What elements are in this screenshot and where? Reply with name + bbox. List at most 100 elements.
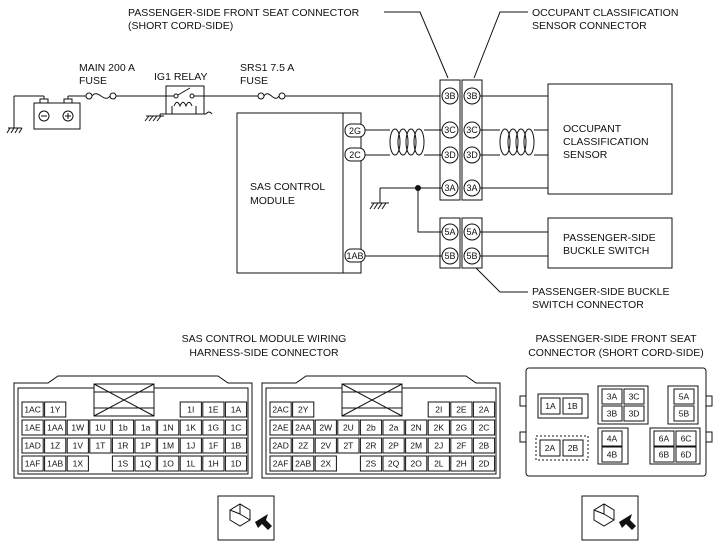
svg-text:2AE: 2AE — [273, 423, 289, 433]
pin-cell: 1G — [202, 419, 225, 436]
ocs-connector-label-line2: SENSOR CONNECTOR — [532, 20, 647, 32]
pin-cell: 2Z — [292, 437, 315, 454]
svg-text:5B: 5B — [466, 251, 477, 261]
svg-text:2S: 2S — [366, 459, 377, 469]
buckle-connector-leader — [475, 267, 528, 293]
svg-text:1AB: 1AB — [346, 251, 363, 261]
svg-text:3C: 3C — [466, 125, 478, 135]
svg-text:1U: 1U — [95, 423, 106, 433]
svg-text:1N: 1N — [163, 423, 174, 433]
passenger-buckle-switch — [547, 217, 673, 269]
main-fuse-icon — [85, 92, 117, 100]
pin-cell: 1S — [111, 455, 135, 472]
svg-text:1G: 1G — [208, 423, 219, 433]
front-seat-connector-label-line2: (SHORT CORD-SIDE) — [128, 20, 233, 32]
twisted-pair-wires — [480, 128, 548, 156]
ig1-relay-icon — [159, 85, 205, 116]
pin-cell: 1T — [89, 437, 112, 454]
pin-cell: 1F — [202, 437, 225, 454]
seat-pin-cell: 4A — [601, 430, 623, 447]
svg-text:1V: 1V — [73, 441, 84, 451]
pin-cell: 2AC — [269, 401, 292, 418]
svg-text:3D: 3D — [466, 150, 478, 160]
pin-cell: 2b — [359, 419, 383, 436]
svg-text:3A: 3A — [466, 183, 477, 193]
seat-connector-left — [439, 79, 461, 201]
pin-cell: 1A — [224, 401, 248, 418]
svg-text:3C: 3C — [629, 392, 640, 402]
seat-pin-cell: 5B — [673, 405, 695, 422]
pin-cell: 1E — [202, 401, 225, 418]
svg-text:1J: 1J — [186, 441, 195, 451]
svg-text:2Z: 2Z — [298, 441, 308, 451]
pin-cell: 1AC — [21, 401, 44, 418]
wire-break — [205, 111, 213, 115]
pin-cell: 2AA — [292, 419, 315, 436]
pin-cell: 1O — [157, 455, 180, 472]
pin-cell: 2M — [405, 437, 428, 454]
module-pin-2g: 2G — [344, 123, 366, 138]
svg-text:1Y: 1Y — [50, 405, 61, 415]
svg-text:1H: 1H — [208, 459, 219, 469]
seat-pin-cell: 4B — [601, 446, 623, 463]
pin-cell: 1W — [66, 419, 89, 436]
pin-cell: 2T — [337, 437, 360, 454]
pin-cell: 2I — [427, 401, 450, 418]
svg-text:5A: 5A — [466, 227, 477, 237]
pin-cell: 2AB — [292, 455, 315, 472]
pin-cell: 2Y — [292, 401, 315, 418]
svg-text:2Y: 2Y — [298, 405, 309, 415]
pin-cell: 2G — [450, 419, 473, 436]
seat-pin-3a-left: 3A — [441, 179, 459, 197]
svg-text:1X: 1X — [73, 459, 84, 469]
seat-pin-3c-right: 3C — [463, 121, 481, 139]
svg-text:1B: 1B — [231, 441, 242, 451]
buckle-connector-label-line1: PASSENGER-SIDE BUCKLE — [532, 286, 670, 298]
pin-cell: 1Y — [44, 401, 67, 418]
seat-pin-3d-left: 3D — [441, 146, 459, 164]
svg-text:2I: 2I — [435, 405, 442, 415]
pin-cell: 2L — [427, 455, 450, 472]
svg-text:2G: 2G — [349, 126, 361, 136]
svg-text:2a: 2a — [389, 423, 399, 433]
module-pin-2c: 2C — [344, 147, 366, 162]
ocs-label-line2: CLASSIFICATION — [563, 136, 649, 148]
pin-cell: 2U — [337, 419, 360, 436]
pin-cell: 2H — [450, 455, 473, 472]
seat-pin-5a-right: 5A — [463, 223, 481, 241]
seat-pin-cell: 3D — [623, 405, 645, 422]
pin-cell: 1P — [134, 437, 157, 454]
pin-cell: 1AA — [44, 419, 67, 436]
pin-cell: 2AF — [269, 455, 292, 472]
svg-text:2O: 2O — [411, 459, 423, 469]
svg-text:1W: 1W — [71, 423, 84, 433]
battery-icon — [13, 95, 86, 130]
ground-icon — [369, 202, 389, 210]
svg-text:4A: 4A — [607, 434, 618, 444]
pin-cell: 2W — [314, 419, 337, 436]
svg-text:2X: 2X — [321, 459, 332, 469]
ocs-label-line1: OCCUPANT — [563, 123, 622, 135]
module-pin-1ab: 1AB — [344, 248, 366, 263]
pin-cell: 2R — [359, 437, 383, 454]
pin-cell: 2AE — [269, 419, 292, 436]
pin-cell: 1V — [66, 437, 89, 454]
pin-cell: 1Q — [134, 455, 157, 472]
seat-pin-cell: 1A — [540, 397, 561, 415]
svg-text:6B: 6B — [659, 450, 670, 460]
svg-text:2AD: 2AD — [272, 441, 289, 451]
svg-text:6D: 6D — [681, 450, 692, 460]
pin-cell: 1AF — [21, 455, 44, 472]
svg-text:2R: 2R — [366, 441, 377, 451]
svg-text:2A: 2A — [479, 405, 490, 415]
seat-pin-cell: 5A — [673, 388, 695, 405]
seat-pin-cell: 2A — [539, 439, 561, 457]
srs1-fuse-label-line2: FUSE — [240, 75, 268, 87]
svg-text:2K: 2K — [434, 423, 445, 433]
svg-text:2T: 2T — [343, 441, 353, 451]
sas-module-label-line1: SAS CONTROL — [250, 181, 325, 193]
seat-pin-cell: 3A — [601, 388, 623, 405]
pin-cell: 2Q — [382, 455, 405, 472]
